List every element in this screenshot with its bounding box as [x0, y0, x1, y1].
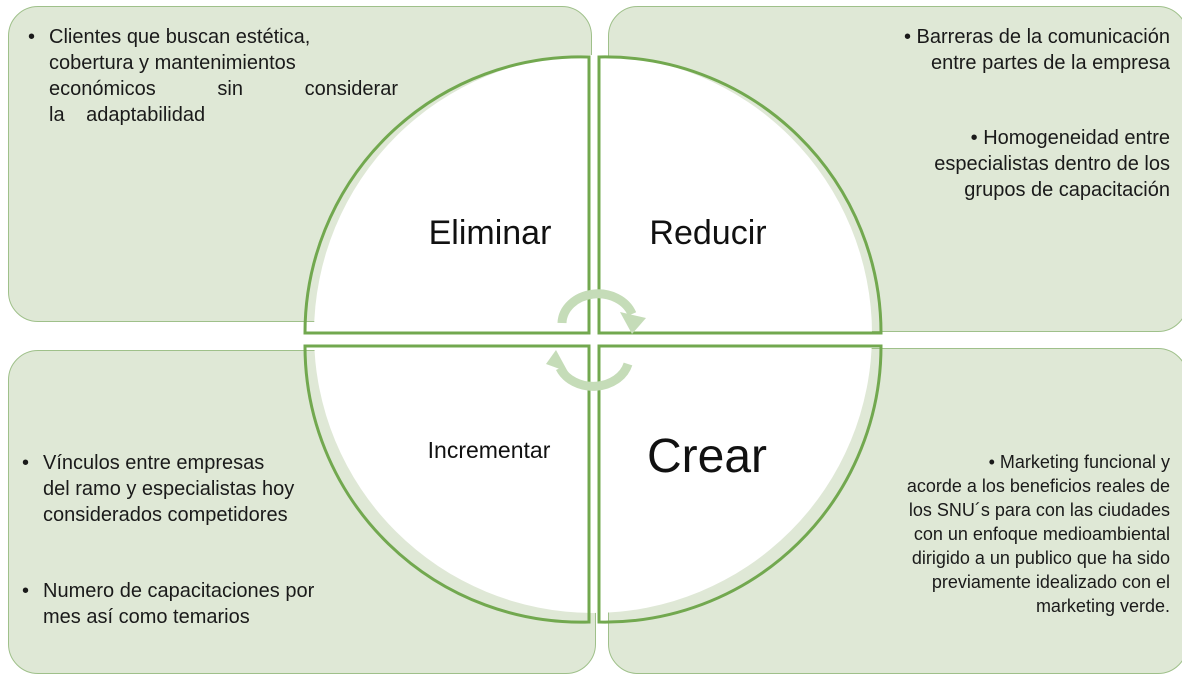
eliminar-outline	[303, 55, 591, 335]
bullet-icon: •	[988, 452, 995, 472]
text-line: económicos sin considerar	[49, 78, 398, 100]
reducir-outline	[597, 55, 883, 335]
incrementar-bullet-1: • Vínculos entre empresas del ramo y esp…	[22, 450, 352, 528]
text-line: grupos de capacitación	[964, 179, 1170, 201]
text-line: con un enfoque medioambiental	[913, 524, 1170, 544]
crear-bullet: • Marketing funcional y acorde a los ben…	[820, 450, 1170, 618]
incrementar-sector	[314, 334, 593, 613]
text-line: cobertura y mantenimientos	[49, 52, 296, 74]
bullet-icon: •	[22, 452, 30, 474]
text-line: entre partes de la empresa	[930, 52, 1170, 74]
text-line: acorde a los beneficios reales de	[906, 476, 1170, 496]
bullet-icon: •	[903, 26, 911, 48]
reducir-bullet-1: • Barreras de la comunicación entre part…	[810, 24, 1170, 76]
cycle-arrows-icon	[546, 289, 646, 391]
eliminar-bullet: • Clientes que buscan estética, cobertur…	[28, 24, 398, 128]
quadrant-label-incrementar: Incrementar	[428, 437, 551, 463]
quadrant-label-eliminar: Eliminar	[429, 214, 552, 252]
bullet-icon: •	[22, 580, 30, 602]
text-line: marketing verde.	[1035, 596, 1170, 616]
reducir-sector	[593, 55, 872, 334]
quadrant-label-crear: Crear	[647, 430, 767, 483]
text-line: Clientes que buscan estética,	[49, 26, 311, 48]
text-line: dirigido a un publico que ha sido	[911, 548, 1170, 568]
text-line: Marketing funcional y	[999, 452, 1170, 472]
text-line: mes así como temarios	[43, 606, 250, 628]
text-line: la adaptabilidad	[49, 104, 206, 126]
text-line: considerados competidores	[43, 504, 288, 526]
bullet-icon: •	[970, 127, 978, 149]
text-line: los SNU´s para con las ciudades	[908, 500, 1170, 520]
crear-sector	[593, 334, 872, 613]
text-line: Vínculos entre empresas	[43, 452, 265, 474]
text-line: Barreras de la comunicación	[916, 26, 1170, 48]
quadrant-label-reducir: Reducir	[649, 214, 766, 252]
bullet-icon: •	[28, 26, 36, 48]
text-line: del ramo y especialistas hoy	[43, 478, 295, 500]
text-line: Homogeneidad entre	[983, 127, 1170, 149]
crear-outline	[597, 344, 883, 624]
incrementar-outline	[303, 344, 591, 624]
text-line: especialistas dentro de los	[934, 153, 1170, 175]
reducir-bullet-2: • Homogeneidad entre especialistas dentr…	[810, 125, 1170, 203]
text-line: Numero de capacitaciones por	[43, 580, 315, 602]
incrementar-bullet-2: • Numero de capacitaciones por mes así c…	[22, 578, 392, 630]
eliminar-sector	[314, 55, 593, 334]
text-line: previamente idealizado con el	[931, 572, 1170, 592]
